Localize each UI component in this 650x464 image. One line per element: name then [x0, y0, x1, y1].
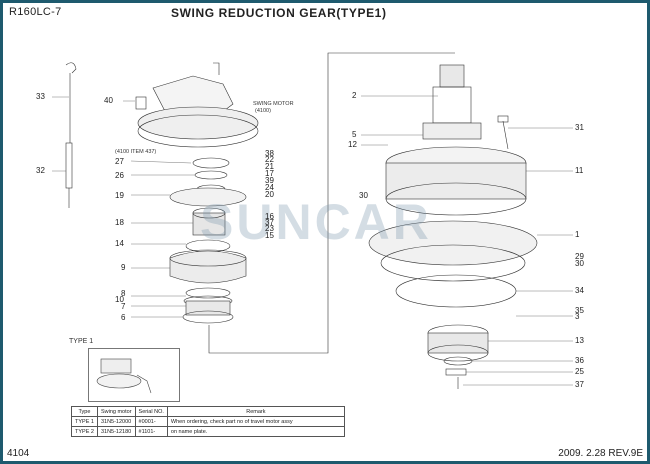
- exploded-diagram: [52, 52, 573, 389]
- callout: 1: [575, 230, 580, 239]
- watermark: SUNCAR: [200, 194, 432, 250]
- type-table: Type Swing motor Serial NO. Remark TYPE …: [71, 406, 345, 437]
- callout: 37: [265, 218, 274, 227]
- type-1-inset: [88, 348, 180, 402]
- callout: 11: [575, 166, 584, 175]
- table-cell: #1101-: [134, 426, 168, 437]
- callout: 17: [265, 169, 274, 178]
- callout: 33: [36, 92, 45, 101]
- callout: 5: [352, 130, 357, 139]
- table-cell: 31N5-12000: [96, 416, 136, 427]
- callout: 19: [115, 191, 124, 200]
- revision-date: 2009. 2.28 REV.9E: [558, 448, 643, 459]
- callout: 3: [575, 312, 580, 321]
- callout: 10: [115, 295, 124, 304]
- table-cell: TYPE 2: [71, 426, 98, 437]
- page-title: SWING REDUCTION GEAR(TYPE1): [171, 6, 387, 20]
- table-header: Remark: [166, 406, 345, 417]
- callout: 7: [121, 302, 126, 311]
- callout: 39: [265, 176, 274, 185]
- item-ref-note: (4100 ITEM 437): [115, 149, 157, 155]
- callout: 2: [352, 91, 357, 100]
- table-row: TYPE 2 31N5-12180 #1101- on name plate.: [71, 426, 345, 437]
- callout: 12: [348, 140, 357, 149]
- callout: 20: [265, 190, 274, 199]
- callout: 24: [265, 183, 274, 192]
- table-row: TYPE 1 31N5-12000 #0001- When ordering, …: [71, 416, 345, 427]
- parts-sheet: R160LC-7 SWING REDUCTION GEAR(TYPE1): [3, 3, 647, 461]
- callout: 38: [265, 149, 274, 158]
- table-cell: #0001-: [134, 416, 168, 427]
- page-number: 4104: [7, 448, 30, 459]
- table-cell: on name plate.: [166, 426, 345, 437]
- callout: 30: [359, 191, 368, 200]
- callout: 14: [115, 239, 124, 248]
- callout: 27: [115, 157, 124, 166]
- table-header: Serial NO.: [134, 406, 168, 417]
- callout: 26: [115, 171, 124, 180]
- table-header: Type: [71, 406, 98, 417]
- callout: 37: [575, 380, 584, 389]
- callout: 21: [265, 162, 274, 171]
- callout: 6: [121, 313, 126, 322]
- table-cell: TYPE 1: [71, 416, 98, 427]
- callout: 36: [575, 356, 584, 365]
- callout: 15: [265, 231, 274, 240]
- callout: 23: [265, 224, 274, 233]
- callout: 31: [575, 123, 584, 132]
- swing-motor-note: SWING MOTOR: [253, 101, 294, 107]
- callout: 30: [575, 259, 584, 268]
- callout: 16: [265, 212, 274, 221]
- model-label: R160LC-7: [9, 6, 62, 18]
- callout: 35: [575, 306, 584, 315]
- swing-motor-item-note: (4100): [255, 108, 271, 114]
- callout: 8: [121, 289, 126, 298]
- callout: 18: [115, 218, 124, 227]
- callout: 32: [36, 166, 45, 175]
- callout: 22: [265, 155, 274, 164]
- type-label: TYPE 1: [69, 338, 94, 345]
- callout: 9: [121, 263, 126, 272]
- table-header: Swing motor: [96, 406, 136, 417]
- table-cell: 31N5-12180: [96, 426, 136, 437]
- callout: 25: [575, 367, 584, 376]
- callout: 40: [104, 96, 113, 105]
- callout: 13: [575, 336, 584, 345]
- callout: 34: [575, 286, 584, 295]
- table-cell: When ordering, check part no of travel m…: [166, 416, 345, 427]
- callout: 29: [575, 252, 584, 261]
